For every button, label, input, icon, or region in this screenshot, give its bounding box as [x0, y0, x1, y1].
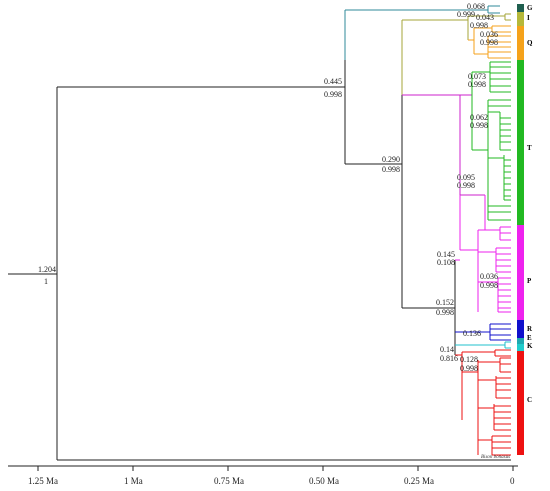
clade-i-bar	[517, 12, 524, 26]
clade-t-bar	[517, 60, 524, 225]
clade-i-label: I	[527, 14, 530, 22]
axis-tick-label: 1 Ma	[124, 476, 143, 486]
root-support: 1	[44, 277, 48, 286]
axis-tick-label: 0.75 Ma	[214, 476, 244, 486]
node-age: 0.073	[468, 72, 486, 81]
node-age: 0.036	[480, 30, 498, 39]
clade-ek-branches	[455, 341, 511, 349]
node-age: 0.14	[440, 345, 454, 354]
node-age: 0.043	[476, 13, 494, 22]
node-support: 0.998	[324, 90, 342, 99]
clade-k-label: K	[527, 342, 533, 350]
clade-p-label: P	[527, 277, 532, 285]
clade-r-branches	[455, 323, 511, 341]
clade-t-label: T	[527, 144, 532, 152]
time-axis: 1.25 Ma 1 Ma 0.75 Ma 0.50 Ma 0.25 Ma 0	[8, 465, 518, 486]
root-age: 1.204	[38, 265, 56, 274]
node-age: 0.036	[480, 272, 498, 281]
clade-g-bar	[517, 4, 524, 12]
clade-g-label: G	[527, 4, 533, 12]
outgroup-label: Bison bonasus	[481, 455, 510, 460]
clade-r-label: R	[527, 325, 533, 333]
node-support: 0.998	[470, 121, 488, 130]
clade-q-bar	[517, 26, 524, 60]
node-age: 0.152	[436, 298, 454, 307]
node-support: 0.998	[470, 21, 488, 30]
node-age: 0.290	[382, 155, 400, 164]
clade-k-bar	[517, 344, 524, 351]
backbone-branches	[8, 60, 511, 461]
node-support: 0.108	[437, 258, 455, 267]
clade-g-branches	[344, 5, 500, 60]
node-age: 0.445	[324, 77, 342, 86]
clade-i-branches	[401, 13, 511, 95]
node-support: 0.998	[468, 80, 486, 89]
clade-q-label: Q	[527, 39, 533, 47]
node-support: 0.999	[457, 10, 475, 19]
clade-q-branches	[468, 25, 511, 59]
node-age: 0.068	[467, 2, 485, 11]
clade-e-bar	[517, 338, 524, 344]
clade-p-branches	[455, 195, 511, 313]
clade-c-branches	[455, 349, 511, 456]
clade-c-bar	[517, 351, 524, 455]
node-support: 0.998	[480, 38, 498, 47]
node-age: 0.095	[457, 173, 475, 182]
node-support: 0.816	[440, 354, 458, 363]
axis-tick-label: 0.25 Ma	[404, 476, 434, 486]
node-support: 0.998	[457, 181, 475, 190]
node-support: 0.998	[436, 308, 454, 317]
node-support: 0.998	[460, 364, 478, 373]
clade-c-label: C	[527, 396, 532, 404]
node-support: 0.998	[382, 165, 400, 174]
clade-e-label: E	[527, 334, 532, 342]
node-age: 0.136	[463, 329, 481, 338]
node-age: 0.145	[437, 250, 455, 259]
clade-p-bar	[517, 225, 524, 320]
clade-color-bar	[517, 4, 524, 455]
node-age: 0.128	[460, 355, 478, 364]
node-support: 0.998	[480, 281, 498, 290]
axis-tick-label: 0.50 Ma	[309, 476, 339, 486]
clade-r-bar	[517, 320, 524, 338]
stem-tp-branches	[402, 94, 485, 196]
clade-t-branches	[471, 61, 511, 221]
axis-tick-label: 0	[510, 476, 515, 486]
node-age: 0.062	[470, 113, 488, 122]
axis-tick-label: 1.25 Ma	[28, 476, 58, 486]
